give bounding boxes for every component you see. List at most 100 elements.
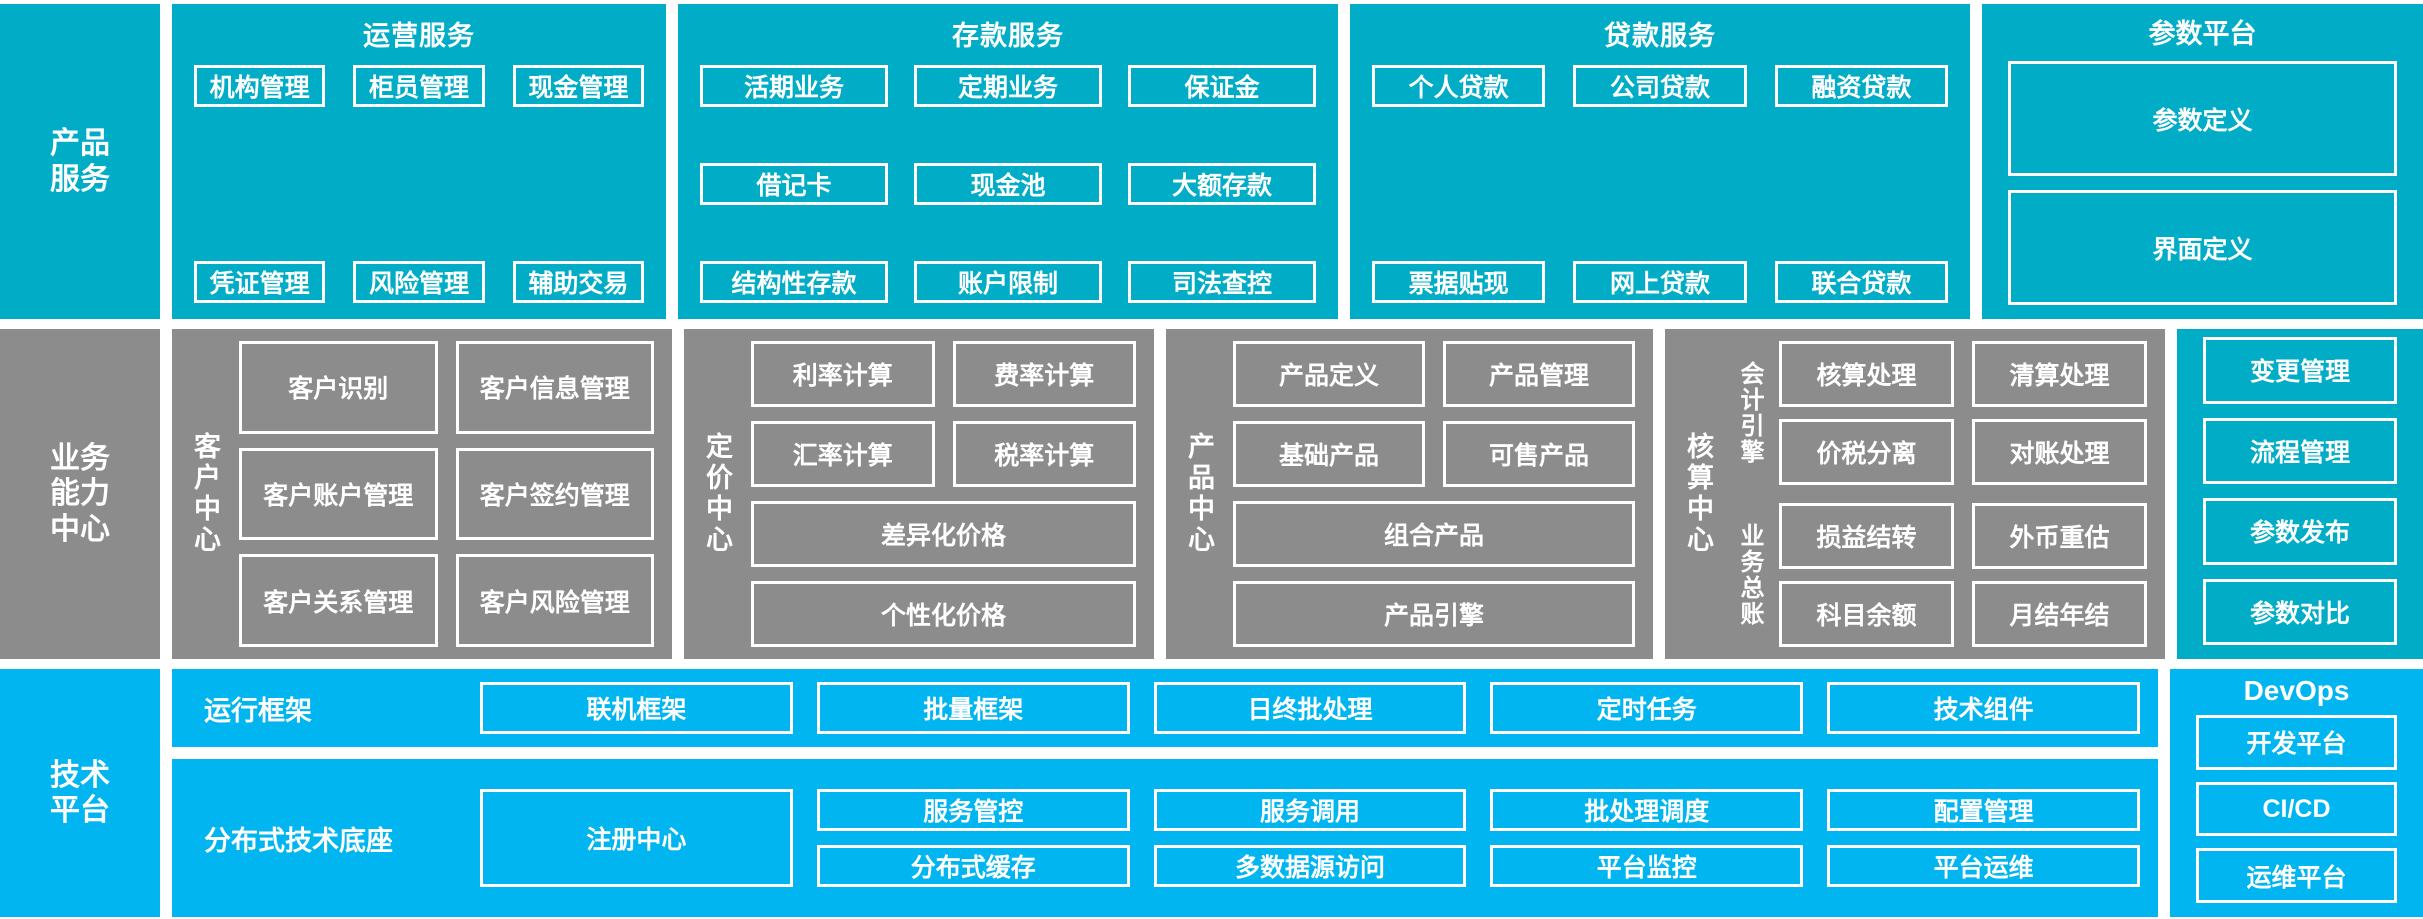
service-item[interactable]: 现金管理 — [512, 65, 644, 107]
accounting-subgroup-label: 会计引擎 — [1736, 361, 1763, 465]
capability-item[interactable]: 损益结转 — [1779, 503, 1954, 569]
service-item[interactable]: 账户限制 — [914, 261, 1102, 303]
capability-item[interactable]: 汇率计算 — [751, 421, 935, 487]
capability-item[interactable]: 月结年结 — [1972, 581, 2147, 647]
parameter-item[interactable]: 变更管理 — [2203, 337, 2397, 404]
capability-item[interactable]: 差异化价格 — [751, 501, 1136, 567]
capability-item[interactable]: 产品引擎 — [1233, 581, 1635, 647]
service-item[interactable]: 定期业务 — [914, 65, 1102, 107]
runtime-framework-item[interactable]: 联机框架 — [480, 682, 793, 734]
capability-item[interactable]: 税率计算 — [952, 421, 1136, 487]
service-item[interactable]: 现金池 — [914, 163, 1102, 205]
capability-item[interactable]: 客户风险管理 — [455, 554, 654, 647]
service-item[interactable]: 借记卡 — [700, 163, 888, 205]
capability-item-grid: 利率计算 费率计算 汇率计算 税率计算 差异化价格 个性化价格 — [751, 341, 1136, 647]
rail-business-capability: 业务 能力 中心 — [0, 329, 160, 659]
service-item-grid: 活期业务 定期业务 保证金 借记卡 现金池 大额存款 结构性存款 账户限制 司法… — [700, 65, 1316, 303]
distributed-base-label: 分布式技术底座 — [204, 825, 393, 856]
service-item[interactable]: 凭证管理 — [194, 261, 326, 303]
devops-item[interactable]: CI/CD — [2196, 781, 2397, 837]
capability-item[interactable]: 客户账户管理 — [239, 447, 438, 541]
capability-item[interactable]: 对账处理 — [1972, 419, 2147, 485]
distributed-base-item[interactable]: 注册中心 — [480, 789, 793, 887]
capability-item[interactable]: 客户签约管理 — [455, 447, 654, 541]
distributed-base-item[interactable]: 服务管控 — [816, 789, 1130, 831]
parameter-item[interactable]: 参数对比 — [2203, 578, 2397, 645]
runtime-framework-item[interactable]: 技术组件 — [1827, 682, 2140, 734]
service-item[interactable]: 司法查控 — [1128, 261, 1316, 303]
technology-platform-content: 运行框架 联机框架 批量框架 日终批处理 定时任务 技术组件 分布式技术底座 注… — [172, 669, 2158, 917]
capability-item[interactable]: 基础产品 — [1233, 421, 1425, 487]
capability-item[interactable]: 核算处理 — [1779, 341, 1954, 407]
runtime-framework-item[interactable]: 定时任务 — [1490, 682, 1804, 734]
service-item[interactable]: 结构性存款 — [700, 261, 888, 303]
runtime-framework-label: 运行框架 — [204, 695, 312, 726]
capability-item[interactable]: 费率计算 — [952, 341, 1136, 407]
distributed-base-column: 服务管控 分布式缓存 — [816, 789, 1130, 887]
service-item[interactable]: 联合贷款 — [1774, 261, 1948, 303]
parameter-platform-title: 参数平台 — [2148, 19, 2257, 49]
service-item[interactable]: 网上贷款 — [1573, 261, 1747, 303]
devops-item[interactable]: 运维平台 — [2196, 848, 2397, 904]
service-group-loan: 贷款服务 个人贷款 公司贷款 融资贷款 票据贴现 网上贷款 联合贷款 — [1350, 4, 1970, 319]
parameter-platform-list-top: 参数定义 界面定义 — [2008, 61, 2397, 305]
capability-item[interactable]: 客户信息管理 — [455, 341, 654, 434]
distributed-base-item[interactable]: 配置管理 — [1827, 789, 2140, 831]
capability-center-label: 客户中心 — [190, 432, 220, 556]
service-item[interactable]: 活期业务 — [700, 65, 888, 107]
parameter-item[interactable]: 界面定义 — [2008, 190, 2397, 305]
accounting-subgroup-engine: 会计引擎 核算处理 清算处理 价税分离 对账处理 — [1732, 341, 2147, 485]
capability-item[interactable]: 利率计算 — [751, 341, 935, 407]
capability-item[interactable]: 价税分离 — [1779, 419, 1954, 485]
capability-item[interactable]: 客户关系管理 — [239, 554, 438, 647]
parameter-item[interactable]: 流程管理 — [2203, 417, 2397, 484]
distributed-base-item[interactable]: 平台监控 — [1490, 845, 1804, 887]
service-item[interactable]: 大额存款 — [1128, 163, 1316, 205]
service-item[interactable]: 融资贷款 — [1774, 65, 1948, 107]
service-item-grid: 机构管理 柜员管理 现金管理 凭证管理 风险管理 辅助交易 — [194, 65, 644, 303]
service-item[interactable]: 票据贴现 — [1372, 261, 1546, 303]
devops-item[interactable]: 开发平台 — [2196, 715, 2397, 770]
service-item[interactable]: 辅助交易 — [512, 261, 644, 303]
runtime-framework-item[interactable]: 批量框架 — [816, 682, 1130, 734]
distributed-base-row: 分布式技术底座 注册中心 服务管控 分布式缓存 服务调用 多数据源访问 批处理调… — [172, 759, 2158, 917]
capability-center-customer: 客户中心 客户识别 客户信息管理 客户账户管理 客户签约管理 客户关系管理 客户… — [172, 329, 672, 659]
distributed-base-item[interactable]: 批处理调度 — [1490, 789, 1804, 831]
service-item[interactable]: 个人贷款 — [1372, 65, 1546, 107]
service-item[interactable]: 风险管理 — [353, 261, 485, 303]
capability-item[interactable]: 个性化价格 — [751, 581, 1136, 647]
capability-item[interactable]: 清算处理 — [1972, 341, 2147, 407]
devops-list: 开发平台 CI/CD 运维平台 — [2196, 715, 2397, 904]
capability-item[interactable]: 外币重估 — [1972, 503, 2147, 569]
capability-item[interactable]: 产品定义 — [1233, 341, 1425, 407]
business-capability-band: 业务 能力 中心 客户中心 客户识别 客户信息管理 客户账户管理 客户签约管理 … — [0, 329, 2423, 659]
service-group-deposit: 存款服务 活期业务 定期业务 保证金 借记卡 现金池 大额存款 结构性存款 账户… — [678, 4, 1338, 319]
service-group-title: 存款服务 — [952, 21, 1064, 51]
service-group-title: 贷款服务 — [1604, 21, 1716, 51]
capability-item[interactable]: 组合产品 — [1233, 501, 1635, 567]
accounting-subgroups: 会计引擎 核算处理 清算处理 价税分离 对账处理 业务总账 损益结转 外币重估 … — [1732, 341, 2147, 647]
service-item[interactable]: 柜员管理 — [353, 65, 485, 107]
service-item[interactable]: 保证金 — [1128, 65, 1316, 107]
capability-item[interactable]: 客户识别 — [239, 341, 438, 434]
capability-item[interactable]: 可售产品 — [1443, 421, 1635, 487]
service-item[interactable]: 机构管理 — [194, 65, 326, 107]
distributed-base-item[interactable]: 分布式缓存 — [816, 845, 1130, 887]
parameter-item[interactable]: 参数定义 — [2008, 61, 2397, 176]
capability-item[interactable]: 科目余额 — [1779, 581, 1954, 647]
service-item-grid: 个人贷款 公司贷款 融资贷款 票据贴现 网上贷款 联合贷款 — [1372, 65, 1948, 303]
capability-center-product: 产品中心 产品定义 产品管理 基础产品 可售产品 组合产品 产品引擎 — [1166, 329, 1653, 659]
parameter-platform-list-bottom: 变更管理 流程管理 参数发布 参数对比 — [2203, 337, 2397, 645]
distributed-base-item[interactable]: 多数据源访问 — [1153, 845, 1467, 887]
capability-center-accounting: 核算中心 会计引擎 核算处理 清算处理 价税分离 对账处理 业务总账 损益结转 … — [1665, 329, 2165, 659]
distributed-base-item[interactable]: 平台运维 — [1827, 845, 2140, 887]
distributed-base-column: 注册中心 — [480, 789, 793, 887]
parameter-item[interactable]: 参数发布 — [2203, 498, 2397, 565]
service-item[interactable]: 公司贷款 — [1573, 65, 1747, 107]
capability-item[interactable]: 产品管理 — [1443, 341, 1635, 407]
runtime-framework-item[interactable]: 日终批处理 — [1153, 682, 1467, 734]
runtime-framework-row: 运行框架 联机框架 批量框架 日终批处理 定时任务 技术组件 — [172, 669, 2158, 747]
distributed-base-item[interactable]: 服务调用 — [1153, 789, 1467, 831]
technology-platform-band: 技术 平台 运行框架 联机框架 批量框架 日终批处理 定时任务 技术组件 分布式… — [0, 669, 2423, 917]
accounting-item-grid: 核算处理 清算处理 价税分离 对账处理 — [1779, 341, 2147, 485]
